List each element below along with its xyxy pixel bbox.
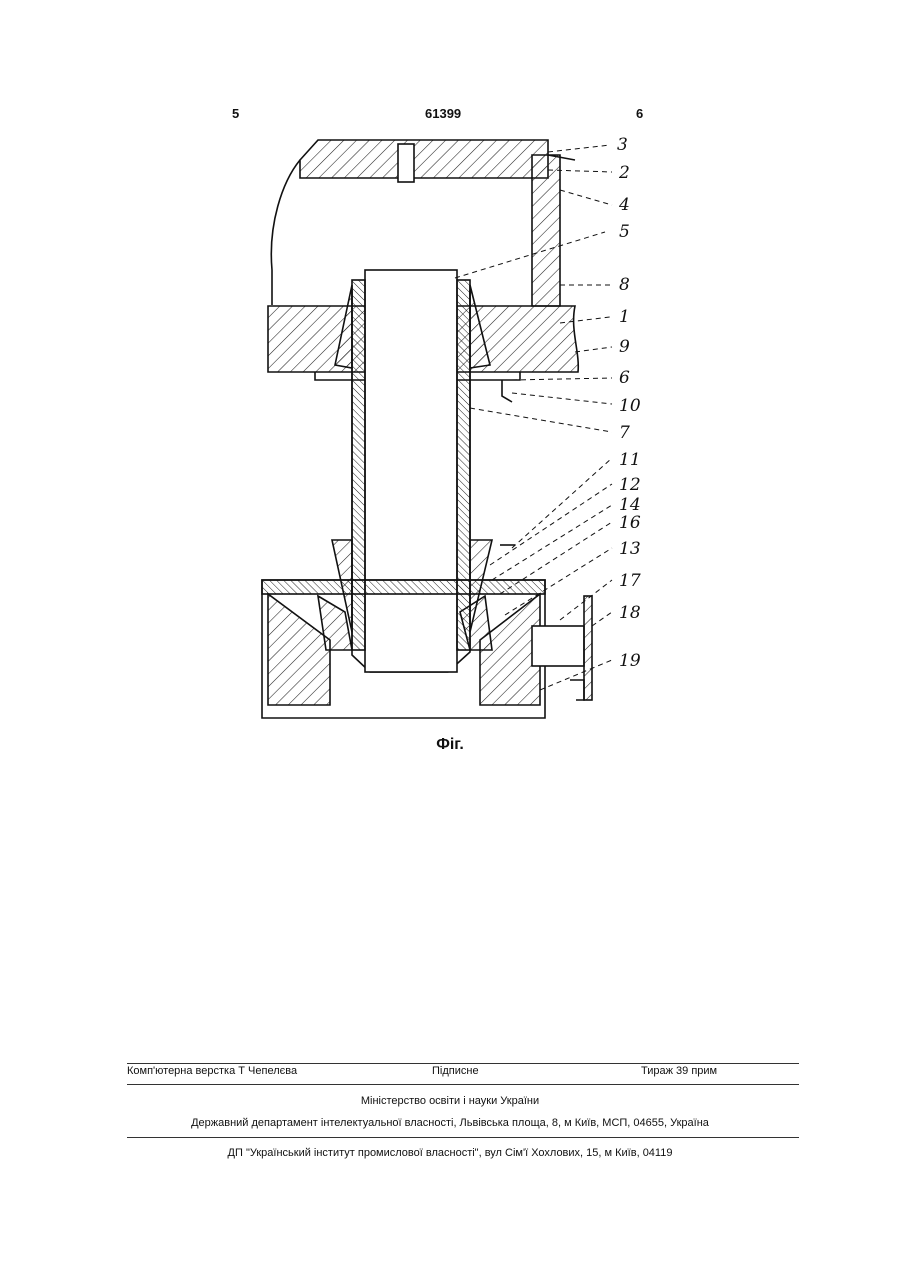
footer-rule-top (127, 1063, 799, 1064)
callout-17: 17 (619, 571, 641, 591)
footer-signed: Підписне (432, 1065, 479, 1077)
footer-typesetter: Комп'ютерна верстка Т Чепелєва (127, 1065, 297, 1077)
top-bolt (398, 144, 414, 182)
footer-circulation: Тираж 39 прим (641, 1065, 717, 1077)
callout-10: 10 (619, 396, 641, 416)
footer-rule-bottom (127, 1137, 799, 1138)
footer-institute: ДП "Український інститут промислової вла… (0, 1147, 900, 1159)
footer-rule-middle (127, 1084, 799, 1085)
side-wall (532, 155, 560, 306)
callout-14: 14 (619, 495, 641, 515)
callout-7: 7 (619, 423, 630, 443)
figure-caption: Фіг. (0, 736, 900, 754)
callout-5: 5 (619, 222, 630, 242)
footer-department: Державний департамент інтелектуальної вл… (0, 1117, 900, 1129)
callout-3: 3 (617, 135, 628, 155)
patent-drawing: 3 2 4 5 8 1 9 6 10 7 11 12 14 16 13 17 1… (0, 0, 900, 740)
callout-13: 13 (619, 539, 641, 559)
callout-19: 19 (619, 651, 641, 671)
callout-12: 12 (619, 475, 641, 495)
callout-11: 11 (619, 450, 641, 470)
callout-2: 2 (618, 163, 630, 183)
callout-1: 1 (619, 307, 630, 327)
callout-16: 16 (619, 513, 641, 533)
callout-6: 6 (619, 368, 630, 388)
footer-ministry: Міністерство освіти і науки України (0, 1095, 900, 1107)
outlet-pipe (532, 626, 584, 666)
callout-8-top: 8 (619, 275, 630, 295)
central-tube (365, 270, 457, 672)
callout-4: 4 (618, 195, 630, 215)
callout-18: 18 (619, 603, 641, 623)
top-plate (300, 140, 548, 178)
callout-9: 9 (619, 337, 630, 357)
